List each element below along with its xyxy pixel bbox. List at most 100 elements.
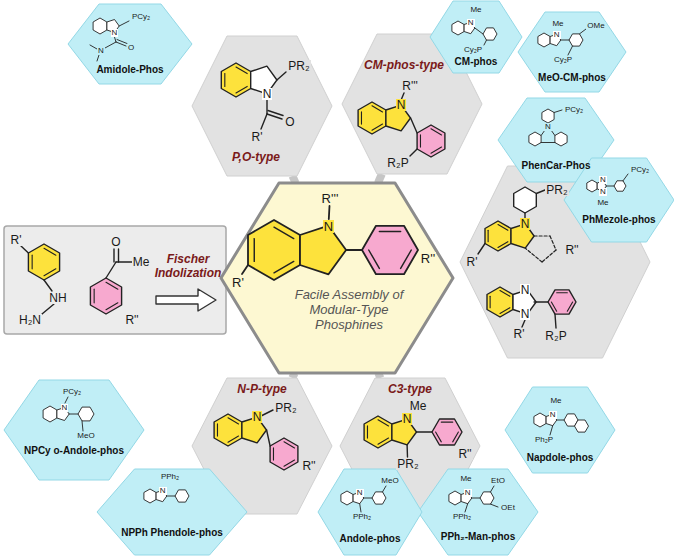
group-title: N-P-type (237, 383, 286, 397)
atom-label: N (97, 47, 105, 55)
group-hexagon: P,O-type (192, 36, 332, 176)
bond (372, 124, 383, 130)
bond (346, 249, 362, 251)
ligand-name: MeO-CM-phos (538, 72, 606, 84)
atom-label: R'' (564, 244, 579, 256)
bond (410, 149, 417, 156)
bond (118, 249, 119, 262)
bond (522, 320, 525, 327)
atom-label: NH (48, 292, 67, 304)
bond (475, 28, 483, 34)
atom-label: N (323, 220, 334, 233)
bond (90, 45, 97, 49)
ring (90, 278, 121, 314)
atom-label: Me (549, 397, 562, 405)
bond (44, 280, 52, 291)
bond (500, 291, 510, 297)
atom-label: Me (551, 20, 564, 28)
bond (500, 308, 510, 314)
bond (488, 230, 489, 241)
bond (115, 37, 117, 42)
bond (274, 227, 294, 238)
bond (106, 303, 118, 310)
atom-label: N (599, 188, 607, 196)
ring (270, 438, 298, 470)
bond (401, 250, 412, 268)
atom-label: N (467, 19, 475, 27)
atom-label: PPh₂ (160, 473, 180, 481)
bond (254, 239, 255, 262)
bond (411, 118, 418, 133)
bond (372, 106, 383, 112)
bond (328, 206, 331, 219)
bond (44, 269, 56, 276)
bond (491, 504, 499, 507)
atom-label: Cy₂P (553, 56, 573, 64)
bond (65, 397, 68, 403)
hexagon-outline (564, 158, 674, 242)
ring (485, 221, 511, 251)
bond (106, 262, 116, 278)
reaction-arrow (156, 289, 216, 311)
group-title: CM-phos-type (364, 59, 444, 73)
atom-label: PR₂ (545, 184, 568, 196)
bond (542, 250, 556, 262)
ligand-hexagon: NPPh Phendole-phos (97, 469, 247, 555)
bond (431, 129, 442, 135)
atom-label: PCy₂ (630, 166, 650, 174)
bond (44, 248, 56, 255)
atom-label: OEt (500, 504, 516, 512)
bond (453, 432, 459, 442)
bond (557, 420, 564, 421)
bond (378, 420, 389, 426)
bond (273, 448, 274, 460)
bond (550, 426, 553, 435)
atom-label: N (402, 413, 413, 425)
bond (277, 72, 286, 80)
node-text: Facile Assembly of Modular-Type Phosphin… (285, 287, 413, 332)
atom-label: Me (132, 256, 151, 268)
atom-label: N (553, 31, 561, 39)
bond (420, 135, 421, 147)
bond (555, 314, 556, 328)
bond (378, 438, 389, 444)
bond (417, 431, 432, 432)
atom-label: R'' (301, 460, 316, 472)
ring (372, 492, 386, 504)
ring (529, 132, 541, 146)
atom-label: Me (596, 199, 609, 207)
ligand-name: Andole-phos (339, 533, 400, 545)
ring (300, 226, 346, 275)
bond (406, 445, 408, 457)
atom-label: N (520, 218, 531, 230)
ring (43, 406, 57, 422)
ligand-name: NPPh Phendole-phos (121, 527, 223, 539)
ring (432, 419, 462, 445)
bond (119, 21, 129, 26)
bond (534, 235, 550, 236)
atom-label: PCy₂ (564, 106, 584, 114)
ring (364, 416, 392, 448)
bond (465, 504, 468, 512)
atom-label: N (520, 284, 531, 296)
bond (106, 282, 118, 289)
bond (228, 418, 239, 424)
hexagon-outline (4, 380, 144, 480)
atom-label: H₂N (18, 314, 42, 326)
ring (538, 33, 550, 47)
ligand-hexagon: Andole-phos (318, 469, 422, 555)
atom-label: N (262, 88, 273, 100)
atom-label: R'' (457, 448, 472, 460)
bond (267, 430, 271, 446)
bond (94, 289, 95, 303)
atom-label: R₂P (386, 157, 409, 169)
bond (236, 67, 247, 73)
atom-label: N (252, 411, 263, 423)
atom-label: Ph₂P (534, 436, 554, 444)
bond (580, 29, 587, 34)
bond (21, 246, 28, 253)
ring (483, 28, 497, 40)
group-title: P,O-type (232, 151, 280, 165)
atom-label: R' (513, 328, 526, 340)
